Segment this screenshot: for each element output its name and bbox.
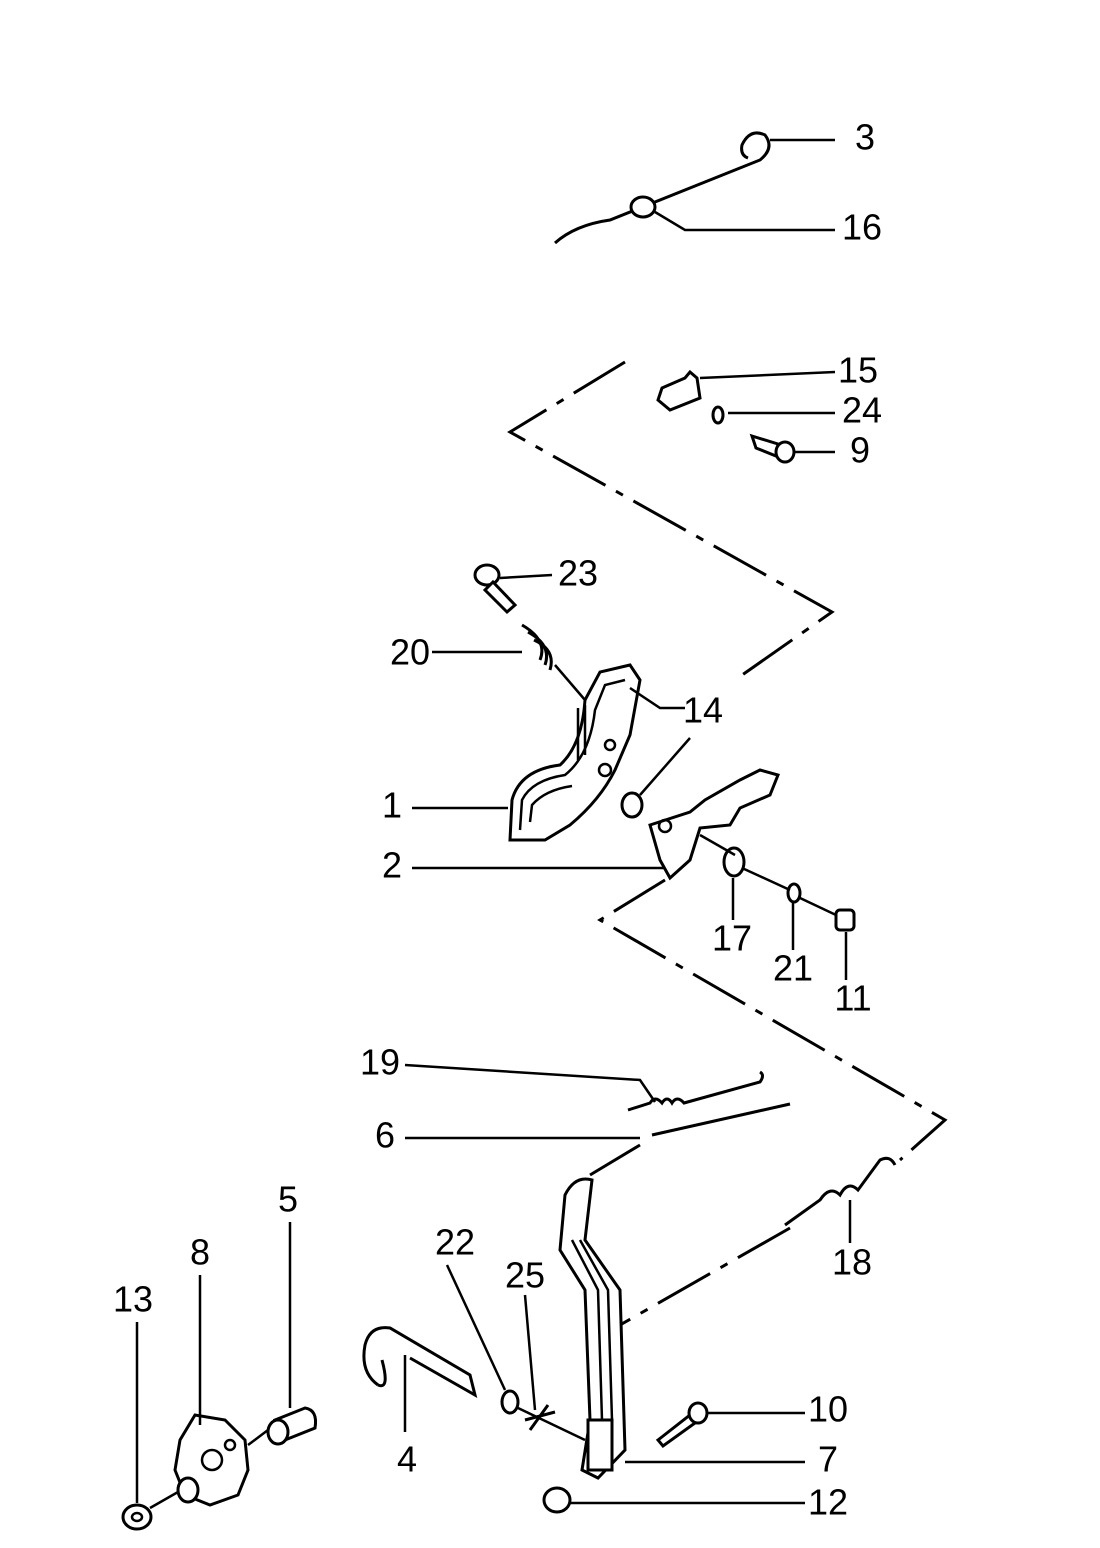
part-23-bolt (473, 563, 518, 615)
part-11-nut (834, 908, 856, 932)
pedal-pad (586, 1418, 614, 1472)
label-23: 23 (558, 553, 598, 594)
label-10: 10 (808, 1389, 848, 1430)
pin-axis-line (517, 1406, 586, 1442)
part-10-screw (655, 1401, 709, 1449)
part-12-nut (542, 1486, 572, 1514)
label-21: 21 (773, 948, 813, 989)
part-2-lever (648, 768, 781, 881)
part-16-grommet (629, 195, 657, 219)
label-7: 7 (818, 1439, 838, 1480)
label-11: 11 (834, 978, 871, 1019)
label-5: 5 (278, 1179, 298, 1220)
part-6-rod (651, 1102, 791, 1137)
part-3-cable-hook (553, 131, 771, 245)
part-7-pedal-arm (558, 1177, 627, 1480)
label-16: 16 (842, 207, 882, 248)
label-25: 25 (505, 1255, 545, 1296)
label-3: 3 (855, 117, 875, 158)
part-13-washer (121, 1503, 153, 1531)
label-15: 15 (838, 350, 878, 391)
label-13: 13 (113, 1279, 153, 1320)
label-14: 14 (683, 690, 723, 731)
label-18: 18 (832, 1242, 872, 1283)
part-21-washer (786, 882, 802, 904)
part-24-washer (711, 405, 725, 425)
part-4-pin-rod (362, 1326, 478, 1399)
label-1: 1 (382, 785, 402, 826)
label-12: 12 (808, 1482, 848, 1523)
part-20-spring (521, 623, 586, 701)
axis-line (699, 833, 837, 917)
part-5-connector (266, 1406, 317, 1446)
leader-lines (135, 138, 852, 1510)
label-2: 2 (382, 845, 402, 886)
part-15-bracket (656, 369, 702, 412)
assembly-outline (507, 360, 948, 1327)
label-19: 19 (360, 1042, 400, 1083)
part-9-bolt (749, 433, 796, 464)
label-6: 6 (375, 1115, 395, 1156)
part-1-pedal-bracket (508, 663, 642, 842)
label-24: 24 (842, 390, 882, 431)
label-4: 4 (397, 1439, 417, 1480)
part-18-spring (784, 1156, 897, 1227)
part-22-washer (500, 1389, 520, 1415)
part-14-washer (620, 791, 644, 819)
label-20: 20 (390, 632, 430, 673)
label-17: 17 (712, 918, 752, 959)
label-22: 22 (435, 1222, 475, 1263)
label-8: 8 (190, 1232, 210, 1273)
part-19-spring (627, 1070, 764, 1112)
part-8-pump-body (173, 1413, 250, 1507)
part-number-labels: 3 16 15 24 9 23 20 14 1 2 17 21 11 19 6 … (113, 117, 882, 1523)
part-13-hole (130, 1511, 144, 1523)
label-9: 9 (850, 430, 870, 471)
part-17-washer (722, 846, 746, 878)
